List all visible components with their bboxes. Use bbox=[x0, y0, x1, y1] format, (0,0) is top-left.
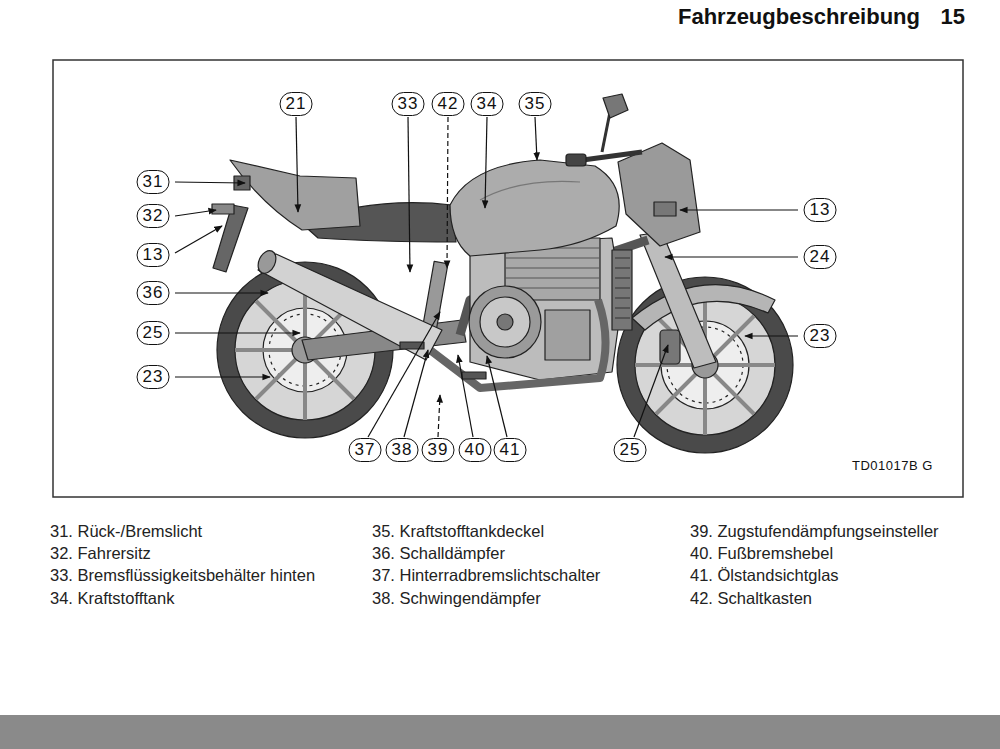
callout-number: 13 bbox=[137, 243, 170, 267]
callout-number: 40 bbox=[459, 438, 492, 462]
exhaust-pipe bbox=[430, 300, 606, 388]
leader-line bbox=[175, 376, 270, 377]
leader-line bbox=[438, 395, 440, 437]
callout-number: 32 bbox=[137, 204, 170, 228]
callout-number: 23 bbox=[137, 365, 170, 389]
callout-number: 37 bbox=[349, 438, 382, 462]
front-turn-signal bbox=[654, 202, 676, 216]
part-list-item: 42. Schaltkasten bbox=[690, 588, 812, 608]
part-list-item: 40. Fußbremshebel bbox=[690, 543, 833, 563]
tail-cowl bbox=[230, 160, 360, 230]
mirror bbox=[603, 94, 628, 118]
leader-line bbox=[634, 345, 668, 437]
radiator bbox=[612, 250, 632, 330]
footpeg bbox=[462, 372, 486, 379]
illustration-part bbox=[615, 258, 630, 318]
callout-number: 36 bbox=[137, 281, 170, 305]
part-list-item: 31. Rück-/Bremslicht bbox=[50, 521, 202, 541]
leader-line bbox=[296, 117, 298, 212]
leader-line bbox=[175, 292, 268, 293]
callout-number: 23 bbox=[804, 324, 837, 348]
figure-frame bbox=[53, 60, 963, 497]
leader-line bbox=[487, 356, 507, 437]
callout-number: 31 bbox=[137, 170, 170, 194]
part-list-item: 39. Zugstufendämpfungseinsteller bbox=[690, 521, 939, 541]
callout-number: 24 bbox=[804, 245, 837, 269]
part-list-item: 33. Bremsflüssigkeitsbehälter hinten bbox=[50, 565, 315, 585]
illustration-part bbox=[258, 254, 442, 360]
callout-number: 42 bbox=[432, 92, 465, 116]
part-list-item: 34. Kraftstofftank bbox=[50, 588, 174, 608]
leader-line bbox=[447, 117, 448, 268]
illustration-part bbox=[255, 248, 280, 277]
leader-line bbox=[175, 182, 245, 183]
callout-number: 35 bbox=[519, 92, 552, 116]
illustration-part bbox=[480, 181, 580, 200]
front-fender bbox=[632, 285, 775, 330]
part-list-item: 36. Schalldämpfer bbox=[372, 543, 505, 563]
illustration-part bbox=[469, 286, 541, 358]
leader-line bbox=[745, 335, 798, 336]
leader-line bbox=[680, 209, 798, 210]
leader-line bbox=[368, 312, 440, 437]
plate-bracket bbox=[213, 205, 248, 272]
leader-line bbox=[175, 210, 216, 216]
leader-line bbox=[175, 226, 222, 253]
illustration-part bbox=[505, 248, 600, 288]
page-number: 15 bbox=[941, 4, 965, 30]
motorcycle bbox=[212, 94, 793, 453]
leader-line bbox=[404, 350, 428, 437]
callout-number: 34 bbox=[471, 92, 504, 116]
figure-code: TD01017B G bbox=[852, 458, 933, 474]
callout-number: 33 bbox=[392, 92, 425, 116]
part-list-item: 41. Ölstandsichtglas bbox=[690, 565, 839, 585]
leader-line bbox=[665, 256, 798, 257]
front-fork bbox=[640, 232, 716, 368]
part-list-item: 32. Fahrersitz bbox=[50, 543, 151, 563]
leader-line bbox=[175, 332, 300, 333]
part-list-item: 37. Hinterradbremslichtschalter bbox=[372, 565, 600, 585]
callout-number: 38 bbox=[386, 438, 419, 462]
muffler bbox=[255, 248, 442, 360]
leader-line bbox=[408, 117, 410, 272]
page-title: Fahrzeugbeschreibung bbox=[678, 4, 920, 30]
illustration-part bbox=[497, 314, 513, 330]
callout-number: 13 bbox=[804, 198, 837, 222]
leader-line bbox=[458, 355, 473, 437]
part-list-item: 38. Schwingendämpfer bbox=[372, 588, 541, 608]
headlight-cowl bbox=[618, 143, 700, 246]
grip bbox=[566, 154, 586, 166]
callout-number: 41 bbox=[494, 438, 527, 462]
leader-line bbox=[485, 117, 487, 208]
callout-number: 39 bbox=[422, 438, 455, 462]
fuel-tank bbox=[450, 160, 619, 256]
callout-number: 25 bbox=[614, 438, 647, 462]
callout-number: 25 bbox=[137, 321, 170, 345]
turn-signal bbox=[212, 204, 234, 214]
part-list-item: 35. Kraftstofftankdeckel bbox=[372, 521, 544, 541]
footer-bar bbox=[0, 715, 1000, 749]
mirror-stalk bbox=[602, 112, 610, 152]
illustration-part bbox=[545, 310, 590, 360]
leader-line bbox=[535, 117, 537, 160]
callout-number: 21 bbox=[280, 92, 313, 116]
illustration-part bbox=[480, 297, 530, 347]
